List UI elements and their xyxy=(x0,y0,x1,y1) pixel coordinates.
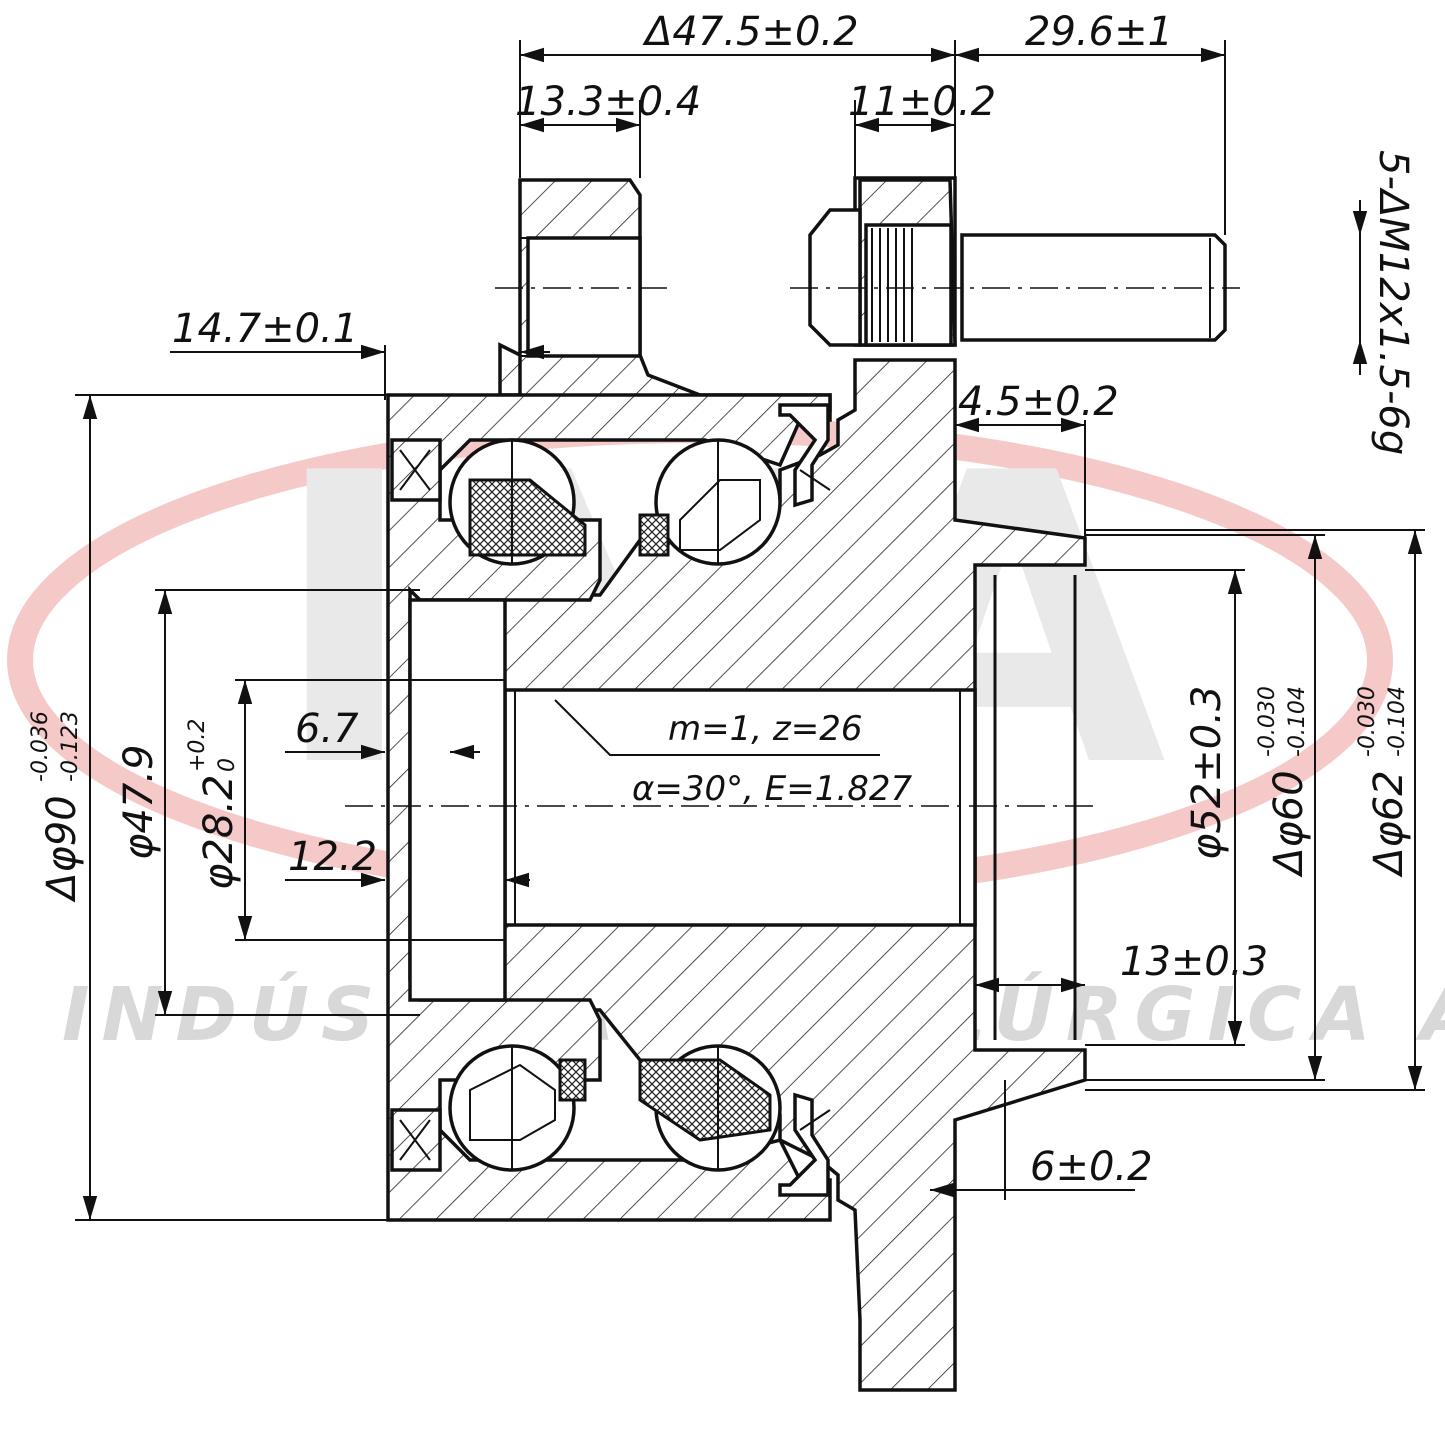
dim-bore-diameter: φ28.2 xyxy=(196,775,242,890)
dim-pilot-step: 4.5±0.2 xyxy=(958,379,1119,425)
outer-seal-lower xyxy=(778,1092,831,1197)
inner-flange-upper xyxy=(498,178,832,412)
dim-hub-flange-thickness: 11±0.2 xyxy=(848,79,996,125)
ball-row-upper-outer xyxy=(638,438,782,566)
dim-pilot-60-tol-upper: -0.030 xyxy=(1255,686,1280,757)
dim-pilot-diameter-60: Δφ60 xyxy=(1266,770,1312,878)
dim-overall-flange-width: Δ47.5±0.2 xyxy=(642,9,859,55)
dim-outer-diameter-tol-lower: -0.123 xyxy=(58,711,83,782)
dim-seal-diameter: φ47.9 xyxy=(116,745,162,860)
ball-row-lower-inner xyxy=(448,1044,587,1172)
dim-flange-thickness: 13.3±0.4 xyxy=(515,79,701,125)
wheel-stud xyxy=(808,176,1227,347)
dim-outer-diameter: Δφ90 xyxy=(39,795,85,903)
inner-seal-lower xyxy=(390,1108,442,1172)
dim-pilot-62-tol-lower: -0.104 xyxy=(1385,686,1410,757)
spline-note-line1: m=1, z=26 xyxy=(668,709,862,749)
dim-face-offset: 6±0.2 xyxy=(1030,1144,1153,1190)
dim-bore-tol-upper: +0.2 xyxy=(185,719,210,772)
dim-chamfer-6-7: 6.7 xyxy=(295,706,359,752)
dim-pilot-diameter-52: φ52±0.3 xyxy=(1184,686,1230,860)
dim-bore-tol-lower: 0 xyxy=(215,758,240,772)
dim-outer-diameter-tol-upper: -0.036 xyxy=(28,711,53,782)
dim-pilot-diameter-62: Δφ62 xyxy=(1366,770,1412,878)
dim-chamfer-12-2: 12.2 xyxy=(288,834,377,880)
dim-pilot-60-tol-lower: -0.104 xyxy=(1285,686,1310,757)
ball-row-upper-inner xyxy=(448,438,587,566)
dim-pilot-length: 13±0.3 xyxy=(1120,939,1268,985)
dim-stud-protrusion: 29.6±1 xyxy=(1025,9,1173,55)
dimension-texts: Δ47.5±0.2 29.6±1 13.3±0.4 11±0.2 14.7±0.… xyxy=(28,9,1416,1190)
dimension-lines xyxy=(82,47,1423,1220)
center-lines xyxy=(345,287,1240,807)
dim-pilot-62-tol-upper: -0.030 xyxy=(1355,686,1380,757)
outer-seal-upper xyxy=(778,403,831,508)
spline-note-line2: α=30°, E=1.827 xyxy=(632,769,912,809)
dim-inner-offset: 14.7±0.1 xyxy=(172,306,358,352)
inner-seal-upper xyxy=(390,438,442,502)
dim-stud-spec: 5-ΔM12x1.5-6g xyxy=(1370,150,1416,455)
ball-row-lower-outer xyxy=(638,1044,782,1172)
